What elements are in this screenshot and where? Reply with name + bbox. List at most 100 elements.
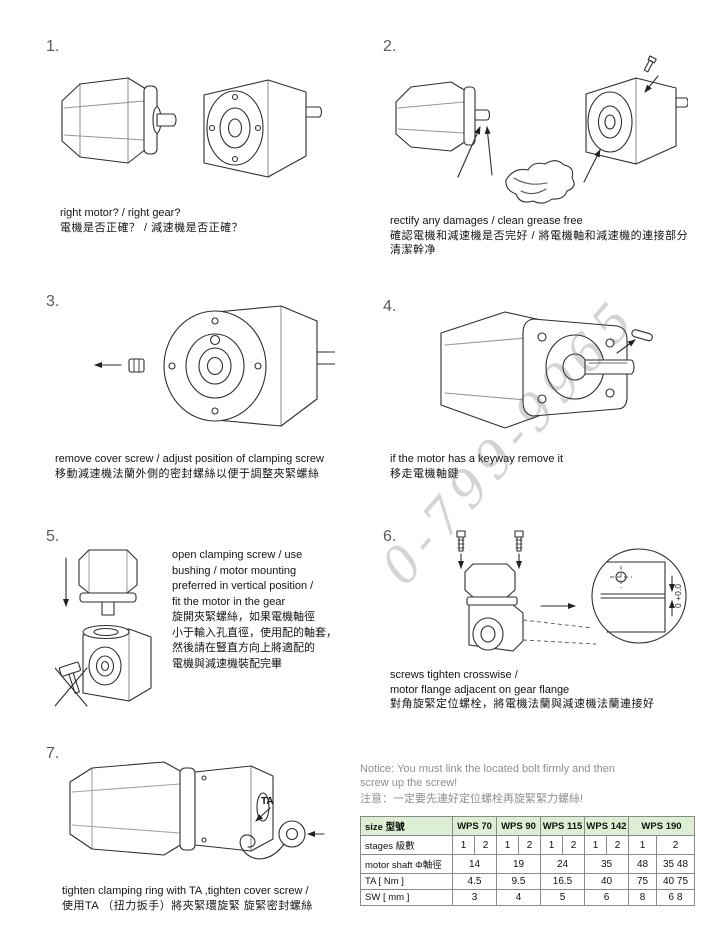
table-cell: 35 (584, 854, 629, 874)
table-row: SW [ mm ] 3 4 5 6 8 6 8 (360, 889, 695, 906)
screw-illustration (514, 530, 524, 552)
column-header: WPS 115 (540, 816, 585, 836)
motor-illustration (78, 549, 138, 616)
step-4-number: 4. (383, 298, 397, 315)
table-cell: 9.5 (496, 873, 541, 890)
column-header: WPS 190 (628, 816, 695, 836)
table-row: stages 級數 1 2 1 2 1 2 1 2 1 2 (360, 835, 695, 855)
column-header: size 型號 (360, 816, 453, 836)
step-5-caption-en2: bushing / motor mounting (172, 564, 297, 577)
step-1-caption: right motor? / right gear? 電機是否正確？ / 減速機… (60, 206, 243, 235)
screw-illustration (643, 55, 657, 73)
step-4-caption-zh: 移走電機軸鍵 (390, 467, 459, 480)
table-row: motor shaft Φ軸徑 14 19 24 35 48 35 48 (360, 854, 695, 874)
no-hammer-icon (54, 661, 88, 707)
step-7-figure: TA (58, 742, 338, 887)
table-cell: 40 75 (656, 873, 695, 890)
step-2-number: 2. (383, 38, 397, 55)
cover-screw-illustration (128, 358, 145, 373)
column-header: WPS 142 (584, 816, 629, 836)
table-cell: 1 (584, 835, 607, 855)
flange-joint-detail: 0 +0.0 (522, 548, 687, 645)
table-cell: 6 8 (656, 889, 695, 906)
step-5-caption-zh3: 然後請在豎直方向上將適配的 (172, 642, 315, 654)
table-cell: 1 (452, 835, 475, 855)
notice: Notice: You must link the located bolt f… (360, 763, 615, 807)
step-5-figure (54, 540, 170, 730)
step-1-figure (52, 55, 332, 210)
step-6-caption-zh: 對角旋緊定位螺栓，將電機法蘭與減速機法蘭連接好 (390, 698, 655, 710)
step-4-caption: if the motor has a keyway remove it 移走電機… (390, 452, 563, 481)
step-7-number: 7. (46, 745, 60, 762)
row-label: stages 級數 (360, 835, 453, 855)
step-7-caption-zh: 使用TA （扭力扳手）將夾緊環旋緊 旋緊密封螺絲 (62, 899, 313, 912)
step-1-caption-zh: 電機是否正確？ / 減速機是否正確？ (60, 221, 244, 234)
step-6-figure: 0 +0.0 (415, 528, 705, 673)
gearbox-illustration (163, 305, 341, 427)
step-1-caption-en: right motor? / right gear? (60, 207, 181, 219)
torque-wrench-illustration (239, 820, 306, 860)
table-cell: 1 (540, 835, 563, 855)
notice-en2: screw up the screw! (360, 776, 458, 789)
step-3-caption-zh: 移動減速機法蘭外側的密封螺絲以便于調整夾緊螺絲 (55, 467, 320, 480)
table-cell: 2 (656, 835, 695, 855)
gearbox-illustration (203, 79, 323, 178)
step-2-caption-en: rectify any damages / clean grease free (390, 215, 583, 227)
cloth-illustration (505, 160, 575, 204)
step-6-number: 6. (383, 528, 397, 545)
table-cell: 5 (540, 889, 585, 906)
table-cell: 48 (628, 854, 657, 874)
step-4-figure (425, 295, 665, 445)
table-cell: 40 (584, 873, 629, 890)
table-cell: 35 48 (656, 854, 695, 874)
gearbox-illustration (82, 624, 152, 702)
step-3-figure (75, 295, 341, 445)
table-cell: 2 (474, 835, 497, 855)
step-7-caption: tighten clamping ring with TA ,tighten c… (62, 884, 313, 913)
motor-gearbox-assembly (464, 563, 524, 652)
step-5-caption-en3: preferred in vertical position / (172, 580, 314, 592)
table-cell: 1 (628, 835, 657, 855)
row-label: SW [ mm ] (360, 889, 453, 906)
table-cell: 2 (606, 835, 629, 855)
table-cell: 14 (452, 854, 497, 874)
table-header-row: size 型號 WPS 70 WPS 90 WPS 115 WPS 142 WP… (360, 816, 695, 836)
step-2-caption-zh: 確認電機和減速機是否完好 / 將電機軸和減速機的連接部分 (390, 229, 689, 242)
table-cell: 4.5 (452, 873, 497, 890)
table-cell: 2 (518, 835, 541, 855)
table-row: TA [ Nm ] 4.5 9.5 16.5 40 75 40 75 (360, 873, 695, 890)
row-label: TA [ Nm ] (360, 873, 453, 890)
motor-illustration (69, 761, 183, 856)
gearbox-illustration (179, 765, 274, 852)
step-3-caption: remove cover screw / adjust position of … (55, 452, 324, 481)
step-5-caption-zh1: 旋開夾緊螺絲，如果電機軸徑 (172, 611, 315, 623)
step-5-number: 5. (46, 528, 60, 545)
step-3-number: 3. (46, 293, 60, 310)
step-5-caption-en1: open clamping screw / use (172, 549, 303, 561)
table-cell: 1 (496, 835, 519, 855)
table-cell: 8 (628, 889, 657, 906)
notice-zh: 注意：一定要先連好定位螺栓再旋緊緊力螺絲! (360, 793, 584, 805)
step-4-caption-en: if the motor has a keyway remove it (390, 453, 564, 465)
key-illustration (631, 329, 653, 342)
table-cell: 2 (562, 835, 585, 855)
step-7-caption-en: tighten clamping ring with TA ,tighten c… (62, 885, 309, 897)
table-cell: 75 (628, 873, 657, 890)
column-header: WPS 70 (452, 816, 497, 836)
step-6-caption-en2: motor flange adjacent on gear flange (390, 683, 570, 696)
table-cell: 19 (496, 854, 541, 874)
table-cell: 6 (584, 889, 629, 906)
motor-illustration (440, 311, 635, 429)
step-6-caption: screws tighten crosswise / motor flange … (390, 668, 655, 712)
spec-table: size 型號 WPS 70 WPS 90 WPS 115 WPS 142 WP… (360, 816, 695, 906)
row-label: motor shaft Φ軸徑 (360, 854, 453, 874)
torque-label: TA (261, 796, 274, 807)
column-header: WPS 90 (496, 816, 541, 836)
gap-dimension-label: 0 +0.0 (673, 584, 683, 608)
step-6-caption-en1: screws tighten crosswise / (390, 669, 518, 681)
step-5-caption-zh4: 電機與減速機裝配完畢 (172, 657, 282, 670)
table-cell: 4 (496, 889, 541, 906)
table-cell: 16.5 (540, 873, 585, 890)
motor-illustration (61, 77, 177, 164)
